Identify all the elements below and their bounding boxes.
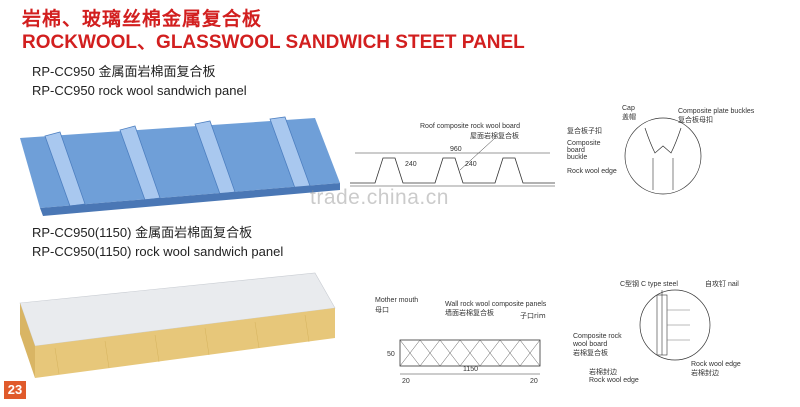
cap-cn: 盖帽 [622, 112, 636, 121]
product1-caption-cn: RP-CC950 金属面岩棉面复合板 [32, 64, 216, 79]
product2-caption-en: RP-CC950(1150) rock wool sandwich panel [32, 244, 284, 259]
wall-cn: 墙面岩棉复合板 [445, 308, 494, 317]
comp-en-2: wool board [572, 341, 607, 348]
page-title-cn: 岩棉、玻璃丝棉金属复合板 [22, 8, 263, 30]
board-buckle-en-1: Composite [567, 140, 601, 147]
product2-panel-image [19, 272, 336, 378]
product1-diagram: 960 240 240 Roof composite rock wool boa… [350, 105, 755, 195]
dim-thick: 50 [387, 351, 395, 358]
page-number: 23 [4, 381, 26, 399]
edge-en: Rock wool edge [567, 168, 617, 175]
product1-panel-image [20, 116, 340, 216]
board-buckle-en-3: buckle [567, 154, 587, 161]
product1-caption-en: RP-CC950 rock wool sandwich panel [32, 83, 247, 98]
board-label-cn: 屋面岩棉复合板 [470, 131, 519, 140]
zikou-en: 子口rim [520, 312, 546, 320]
dim-width: 1150 [463, 366, 478, 373]
buckle-en: Composite plate buckles [678, 108, 755, 115]
product1-caption: RP-CC950 金属面岩棉面复合板 RP-CC950 rock wool sa… [32, 62, 247, 100]
buckle-cn: 复合板母扣 [678, 115, 713, 124]
mother-en: Mother mouth [375, 297, 418, 304]
zikou-cn: 复合板子扣 [567, 126, 602, 135]
page-title-en: ROCKWOOL、GLASSWOOL SANDWICH STEET PANEL [22, 32, 525, 53]
comp-en-1: Composite rock [573, 333, 622, 340]
edge-en: Rock wool edge [589, 377, 639, 384]
nail-en: 自攻钉 nail [705, 279, 739, 288]
dim-left: 20 [402, 378, 410, 385]
dim-total: 960 [450, 146, 462, 153]
edge2-cn: 岩棉封边 [691, 368, 719, 377]
watermark: trade.china.cn [310, 186, 449, 209]
comp-cn: 岩棉复合板 [573, 348, 608, 357]
cap-en: Cap [622, 105, 635, 112]
dim-right: 20 [530, 378, 538, 385]
dim-a: 240 [405, 161, 417, 168]
edge-cn: 岩棉封边 [589, 367, 617, 376]
dim-b: 240 [465, 161, 477, 168]
product2-caption: RP-CC950(1150) 金属面岩棉面复合板 RP-CC950(1150) … [32, 223, 283, 261]
wall-en: Wall rock wool composite panels [445, 301, 547, 308]
board-buckle-en-2: board [567, 147, 585, 154]
mother-cn: 母口 [375, 306, 389, 314]
product2-diagram: Mother mouth 母口 Wall rock wool composite… [375, 279, 741, 385]
edge2-en: Rock wool edge [691, 361, 741, 368]
ctype-en: C型钢 C type steel [620, 279, 678, 288]
product2-caption-cn: RP-CC950(1150) 金属面岩棉面复合板 [32, 225, 253, 240]
board-label-en: Roof composite rock wool board [420, 123, 520, 130]
